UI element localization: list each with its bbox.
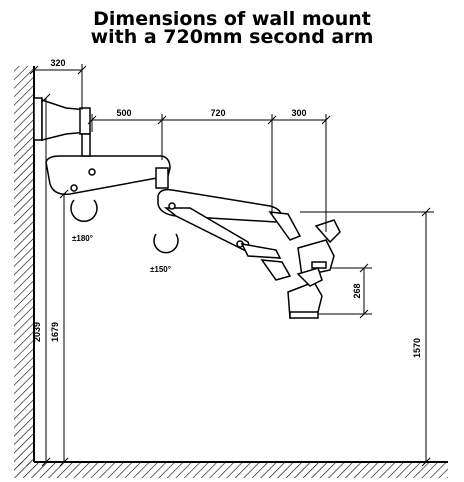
title-line-1: Dimensions of wall mount (93, 8, 371, 30)
label-268: 268 (352, 283, 362, 298)
dim-head-drop (318, 263, 372, 319)
first-arm (45, 133, 171, 196)
title-line-2: with a 720mm second arm (90, 26, 374, 48)
microscope-head-upper (297, 219, 341, 277)
label-500: 500 (116, 108, 131, 118)
microscope-head-lower (287, 267, 323, 319)
second-arm (155, 167, 282, 252)
label-300: 300 (291, 108, 306, 118)
wall-hatching (14, 66, 34, 466)
label-2039: 2039 (32, 322, 42, 342)
joint2-swivel-icon (153, 233, 179, 254)
dim-total-height (41, 93, 51, 467)
dim-floor-height (300, 207, 434, 467)
label-320: 320 (50, 58, 65, 68)
floor-hatching (14, 462, 448, 478)
diagram-title: Dimensions of wall mount with a 720mm se… (0, 8, 464, 48)
label-angle-180: ±180° (72, 234, 93, 243)
label-1570: 1570 (412, 338, 422, 358)
third-arm (240, 211, 302, 281)
dim-wall-offset (29, 64, 87, 110)
label-720: 720 (210, 108, 225, 118)
label-angle-150: ±150° (150, 265, 171, 274)
joint1-swivel-icon (70, 199, 98, 223)
dim-arm-height (59, 189, 69, 467)
label-1679: 1679 (50, 322, 60, 342)
